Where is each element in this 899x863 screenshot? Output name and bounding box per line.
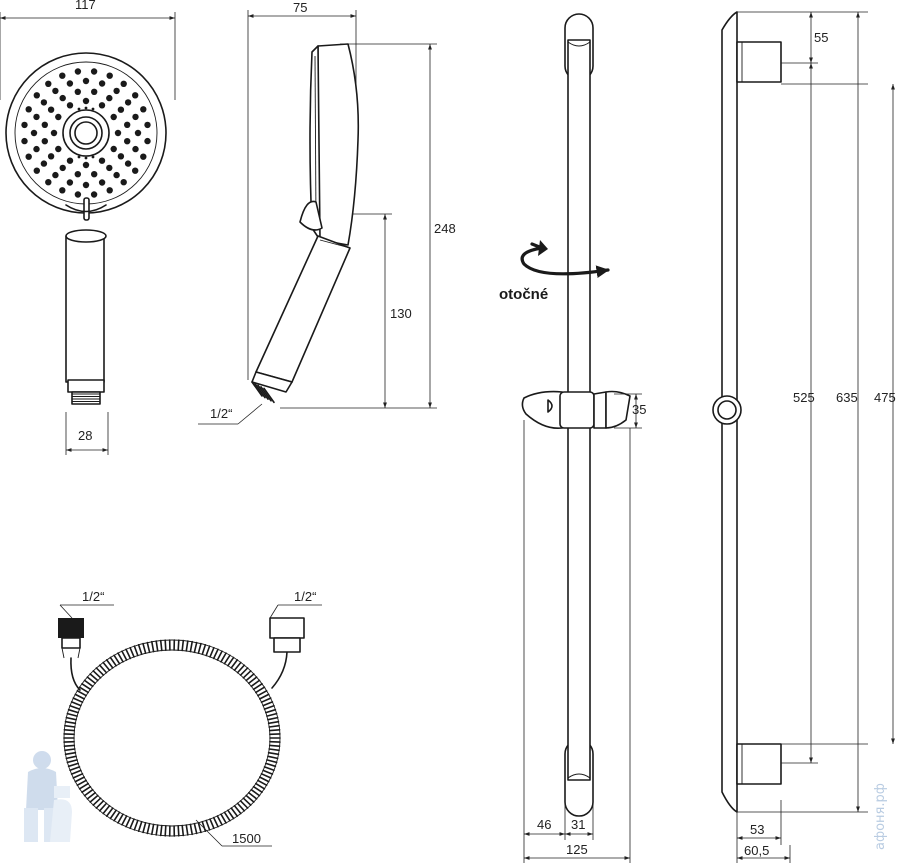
width-117-label: 117 — [75, 0, 96, 12]
rail-side-view: 55 525 635 475 53 60,5 — [712, 11, 896, 863]
height-130-label: 130 — [390, 306, 412, 321]
depth-75-label: 75 — [293, 0, 307, 15]
watermark-plumber-figure — [24, 751, 72, 842]
watermark-text: афоня.рф — [873, 783, 888, 850]
depth-53-label: 53 — [750, 822, 764, 837]
hose-length-label: 1500 — [232, 831, 261, 846]
dim-635-label: 635 — [836, 390, 858, 405]
watermark: афоня.рф — [24, 751, 888, 850]
dim-475-label: 475 — [874, 390, 896, 405]
rail-front-view: otočné 35 46 31 125 — [499, 13, 646, 863]
depth-60-label: 60,5 — [744, 843, 769, 858]
dim-46-label: 46 — [537, 817, 551, 832]
holder-35-label: 35 — [632, 402, 646, 417]
hose-right-thread-label: 1/2“ — [294, 589, 316, 604]
width-28-label: 28 — [78, 428, 92, 443]
side-thread-label: 1/2“ — [210, 406, 232, 421]
handshower-side-view: 75 248 130 1/2“ — [198, 0, 456, 425]
width-125-label: 125 — [566, 842, 588, 857]
hose-left-thread-label: 1/2“ — [82, 589, 104, 604]
shower-hose: 1/2“ 1/2“ 1500 — [58, 589, 322, 847]
nozzle-pattern — [21, 68, 151, 198]
height-248-label: 248 — [434, 221, 456, 236]
rotate-label: otočné — [499, 286, 548, 303]
bracket-55-label: 55 — [814, 30, 828, 45]
handshower-front-view: 117 28 — [0, 0, 176, 455]
dim-525-label: 525 — [793, 390, 815, 405]
dim-31-label: 31 — [571, 817, 585, 832]
